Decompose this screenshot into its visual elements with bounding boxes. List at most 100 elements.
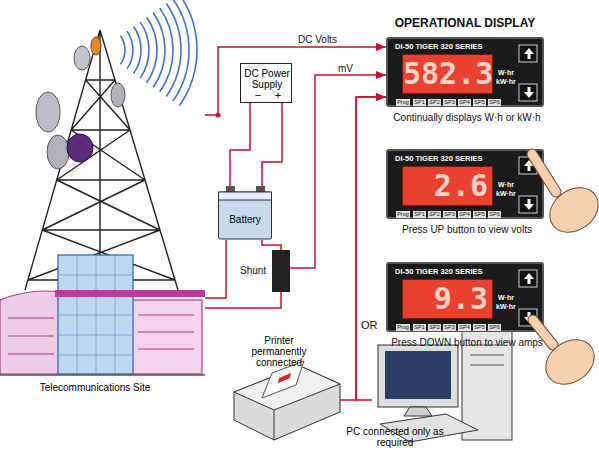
edge-label: mV	[338, 63, 353, 74]
palm	[537, 331, 599, 394]
panel-meter: DI-50 TIGER 320 SERIES9.3W·hrkW·hrProgSP…	[386, 262, 544, 332]
palm	[541, 179, 599, 242]
lattice-tower	[25, 30, 178, 290]
node-text: SP1	[413, 324, 426, 331]
node-text: SP1	[413, 211, 426, 218]
wire-junction	[216, 113, 221, 118]
button-arrow	[524, 312, 534, 323]
down-button	[519, 196, 537, 213]
wire-connector	[356, 97, 386, 400]
node-text: SP4	[458, 324, 471, 331]
wire-connector	[262, 103, 282, 186]
node-text: W·hr	[498, 69, 520, 77]
node-text: kW·hr	[496, 303, 520, 311]
node-text: 582.3	[402, 54, 493, 94]
wire-connector	[290, 75, 386, 268]
wire-connector	[230, 103, 250, 186]
battery-symbol	[218, 186, 272, 240]
free-label: OR	[361, 319, 378, 331]
node-text: 9.3	[402, 279, 493, 319]
panel-meter: DI-50 TIGER 320 SERIES 582.3 W·hrkW·hrProg…	[386, 37, 544, 107]
node-text: Telecommunications Site	[0, 382, 190, 394]
printer-edge	[274, 410, 275, 440]
battery-lid	[219, 192, 272, 200]
wave-arc	[147, 17, 157, 82]
node-text: SP5	[473, 211, 486, 218]
node-text: SP5	[473, 99, 486, 106]
ground-line	[0, 374, 205, 376]
printer-body	[234, 366, 340, 440]
node-text: DI-50 TIGER 320 SERIES	[395, 42, 515, 51]
pointing-hand	[532, 154, 599, 241]
node-text: Prog	[396, 211, 410, 218]
wave-arc	[134, 27, 141, 74]
wave-arc	[140, 22, 149, 78]
paper-logo	[278, 373, 291, 383]
node-text: SP3	[443, 99, 456, 106]
wave-arc	[127, 31, 133, 69]
battery-body	[219, 192, 272, 239]
dish-antenna	[67, 134, 93, 162]
node-text: Press UP button to view volts	[382, 224, 552, 236]
node-text: SP4	[458, 99, 471, 106]
down-button	[519, 84, 537, 101]
node-text: Prog	[396, 99, 410, 106]
wave-arc	[160, 8, 173, 92]
power-supply-box: DC Power Supply−+	[240, 63, 292, 103]
pointing-hand	[533, 320, 599, 393]
dish-antenna	[36, 92, 60, 132]
finger	[532, 154, 556, 192]
up-button	[519, 157, 537, 174]
down-button	[519, 309, 537, 326]
roof-band	[55, 290, 205, 297]
wire-connector	[262, 240, 281, 250]
dish-antenna	[111, 83, 125, 107]
up-button	[519, 270, 537, 287]
node-text: Shunt	[240, 265, 270, 277]
node-text: SP5	[473, 324, 486, 331]
node-text: DI-50 TIGER 320 SERIES	[395, 267, 515, 276]
monitor-stand	[404, 407, 432, 416]
finger-outline	[533, 320, 553, 345]
node-text: 2.6	[402, 166, 493, 206]
finger-outline	[532, 154, 556, 192]
shunt-resistor: Shunt	[272, 250, 290, 292]
node-text: SP4	[458, 211, 471, 218]
wave-arc	[153, 13, 165, 88]
wire-connector	[340, 97, 386, 400]
wave-arc	[121, 36, 125, 65]
building-left-wing	[0, 291, 60, 374]
node-text: kW·hr	[496, 78, 520, 86]
battery: Battery	[218, 186, 272, 240]
node-text: SP3	[443, 211, 456, 218]
node-text: W·hr	[498, 294, 520, 302]
node-text: Battery	[218, 214, 272, 226]
antenna-element	[91, 37, 101, 55]
button-arrow	[524, 199, 534, 210]
node-text: SP1	[413, 99, 426, 106]
edge-label: DC Volts	[298, 34, 337, 45]
pc-monitor	[378, 345, 458, 407]
wave-arc	[166, 4, 181, 97]
dish-antenna	[47, 135, 69, 169]
diagram-title: OPERATIONAL DISPLAY	[390, 16, 540, 30]
node-text: Printer permanently connected	[236, 335, 322, 368]
node-text: SP3	[443, 324, 456, 331]
dish-antenna	[74, 46, 90, 70]
node-text: SP6	[488, 99, 501, 106]
wire-connector	[205, 47, 386, 115]
personal-computer: PC connected only as required	[372, 330, 522, 448]
glass-grid	[58, 255, 133, 374]
node-text: SP2	[428, 324, 441, 331]
node-text: −	[253, 89, 263, 101]
button-arrow	[524, 160, 534, 171]
node-text: kW·hr	[496, 190, 520, 198]
node-text: SP6	[488, 211, 501, 218]
glass-tower-block	[58, 255, 133, 374]
pc-screen	[385, 351, 451, 399]
node-text: SP2	[428, 211, 441, 218]
node-text: PC connected only as required	[340, 426, 450, 448]
